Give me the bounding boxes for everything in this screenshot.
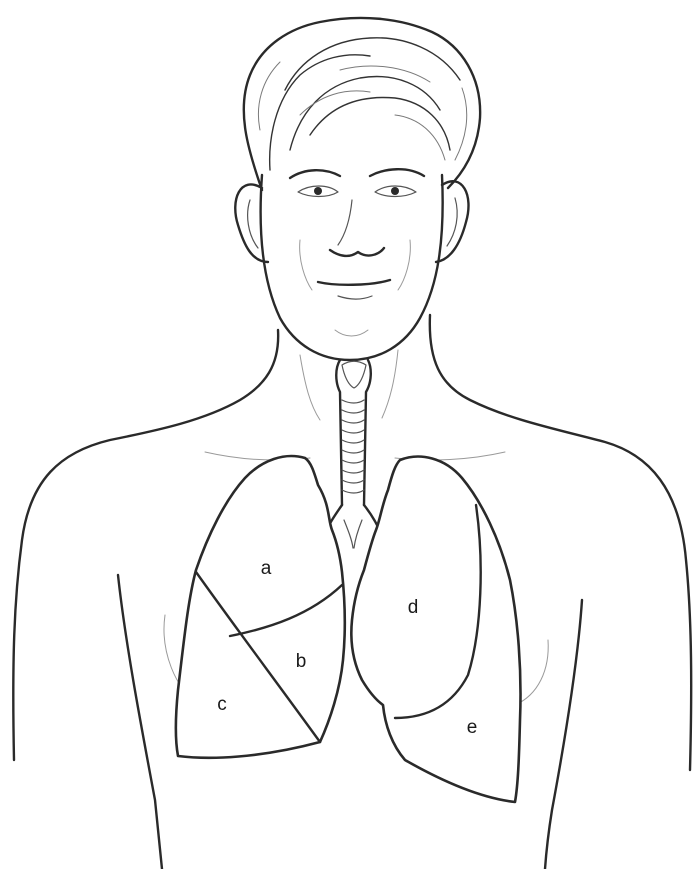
head bbox=[235, 18, 480, 360]
label-a: a bbox=[261, 558, 272, 579]
torso-outline bbox=[13, 315, 691, 869]
label-e: e bbox=[467, 717, 478, 738]
right-lung bbox=[176, 456, 345, 758]
label-d: d bbox=[408, 597, 419, 618]
left-lung bbox=[351, 457, 520, 802]
label-c: c bbox=[217, 694, 227, 715]
label-b: b bbox=[296, 651, 307, 672]
trachea bbox=[322, 360, 384, 548]
